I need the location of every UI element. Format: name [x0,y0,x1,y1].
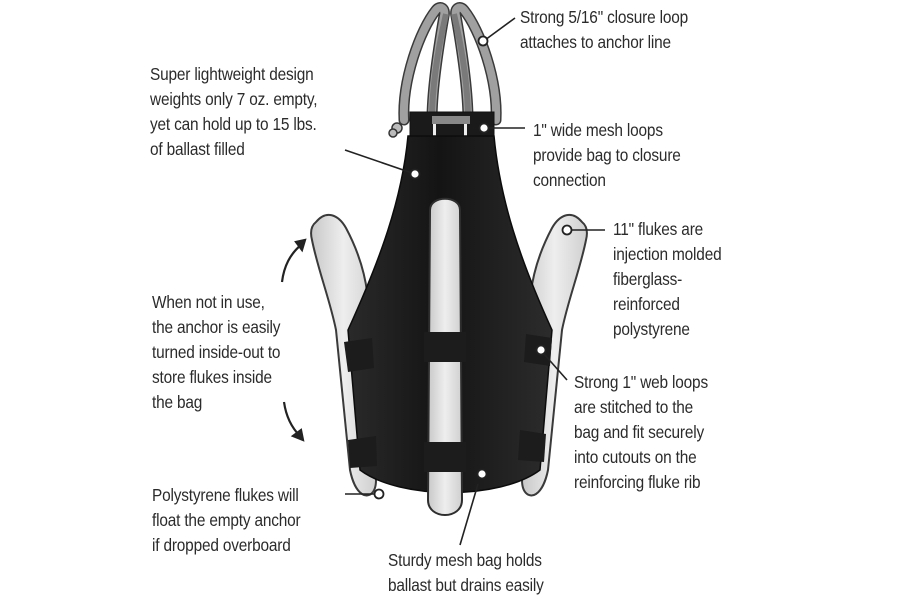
callout-text: Sturdy mesh bag holds [388,550,542,570]
callout-text: store flukes inside [152,367,272,387]
callout-text: When not in use, [152,292,265,312]
callout-text: provide bag to closure [533,145,681,165]
callout-text: yet can hold up to 15 lbs. [150,114,317,134]
callout-text: of ballast filled [150,139,245,159]
web-loop-straps-icon [344,334,552,468]
callout-text: Strong 1" web loops [574,372,708,392]
callout-text: into cutouts on the [574,447,697,467]
callout-text: are stitched to the [574,397,694,417]
callout-text: ballast but drains easily [388,575,544,595]
callout-text: Super lightweight design [150,64,314,84]
callout-text: connection [533,170,606,190]
closure-loop-icon [388,2,502,138]
callout-text: float the empty anchor [152,510,301,530]
callout-lightweight-design: Super lightweight design weights only 7 … [150,62,318,162]
callout-text: turned inside-out to [152,342,281,362]
inside-out-arrows-icon [280,238,307,442]
callout-text: fiberglass- [613,269,683,289]
callout-mesh-loops: 1" wide mesh loops provide bag to closur… [533,118,681,193]
callout-web-loops: Strong 1" web loops are stitched to the … [574,370,708,495]
callout-text: if dropped overboard [152,535,291,555]
callout-text: 1" wide mesh loops [533,120,663,140]
callout-text: bag and fit securely [574,422,705,442]
callout-text: attaches to anchor line [520,32,671,52]
callout-text: polystyrene [613,319,690,339]
callout-inside-out: When not in use, the anchor is easily tu… [152,290,281,415]
center-fluke-icon [424,197,466,516]
callout-text: the bag [152,392,203,412]
callout-text: the anchor is easily [152,317,281,337]
callout-text: reinforcing fluke rib [574,472,701,492]
callout-text: Polystyrene flukes will [152,485,299,505]
callout-mesh-bag: Sturdy mesh bag holds ballast but drains… [388,548,544,598]
callout-flukes-material: 11" flukes are injection molded fibergla… [613,217,722,342]
callout-text: Strong 5/16" closure loop [520,7,689,27]
callout-text: 11" flukes are [613,219,704,239]
callout-closure-loop: Strong 5/16" closure loop attaches to an… [520,5,688,55]
callout-text: reinforced [613,294,680,314]
callout-leaders [344,17,605,546]
callout-text: injection molded [613,244,722,264]
callout-float: Polystyrene flukes will float the empty … [152,483,301,558]
callout-text: weights only 7 oz. empty, [150,89,318,109]
